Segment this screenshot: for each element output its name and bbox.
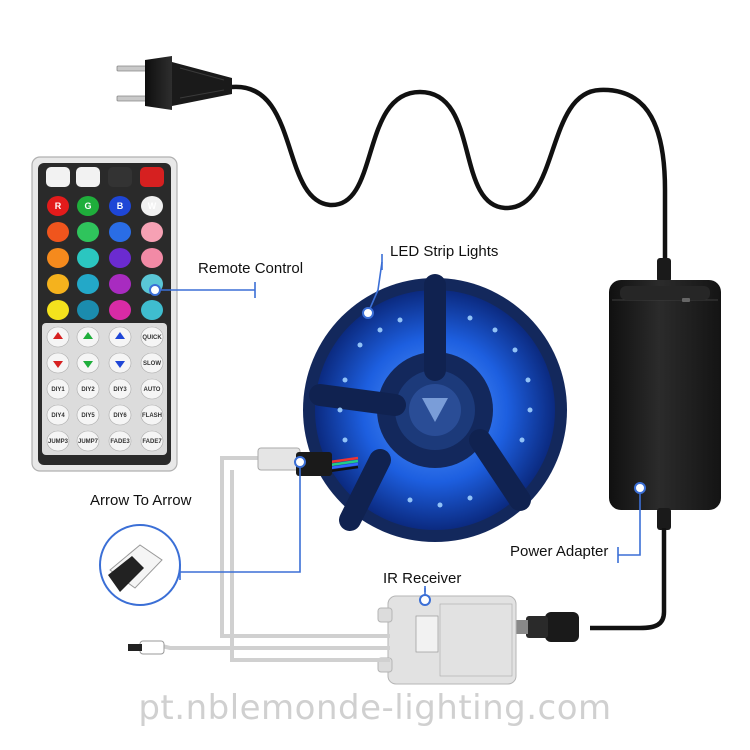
function-button-label: DIY6 <box>113 413 127 419</box>
function-panel <box>42 323 167 455</box>
callout-dots <box>149 284 646 606</box>
color-button <box>77 300 99 320</box>
function-button-label: QUICK <box>142 335 162 341</box>
color-button <box>141 300 163 320</box>
arrow-down-icon <box>83 361 93 368</box>
function-button <box>140 352 164 374</box>
function-button <box>46 404 70 426</box>
function-button <box>108 430 132 452</box>
color-button <box>109 300 131 320</box>
strip-connector <box>296 452 359 476</box>
play-pause-icon <box>108 167 132 187</box>
receiver-wires <box>128 447 390 662</box>
function-button <box>140 430 164 452</box>
color-button <box>77 274 99 294</box>
color-button <box>47 222 69 242</box>
color-button-label: B <box>117 201 124 211</box>
function-button-label: FADE3 <box>110 439 130 445</box>
led-strip-reel <box>303 274 567 542</box>
label-power-adapter: Power Adapter <box>510 543 609 560</box>
color-button <box>109 274 131 294</box>
color-button <box>47 274 69 294</box>
function-button-label: JUMP7 <box>78 439 99 445</box>
function-button <box>140 326 164 348</box>
function-button <box>140 404 164 426</box>
color-button-label: W <box>148 201 157 211</box>
color-button <box>109 222 131 242</box>
function-button-label: DIY1 <box>51 387 65 393</box>
function-button-label: AUTO <box>144 387 161 393</box>
function-button <box>108 404 132 426</box>
remote-control: R G B W QUICK SLOW DIY1 DIY2 DIY3 AUTO DIY4 DIY5 DIY… <box>31 156 178 472</box>
wall-plug <box>116 56 232 110</box>
watermark: pt.nblemonde-lighting.com <box>138 688 612 728</box>
arrow-up-icon <box>53 332 63 339</box>
function-button <box>76 404 100 426</box>
function-button <box>76 430 100 452</box>
color-button <box>141 196 163 216</box>
function-button <box>108 378 132 400</box>
function-button-label: FADE7 <box>142 439 162 445</box>
function-button-label: SLOW <box>143 361 161 367</box>
ir-receiver <box>377 595 517 685</box>
color-button <box>47 196 69 216</box>
color-button <box>77 196 99 216</box>
color-button <box>47 248 69 268</box>
remote-button-grid: R G B W QUICK SLOW DIY1 DIY2 DIY3 AUTO DIY4 DIY5 DIY… <box>42 167 167 455</box>
function-button-label: DIY4 <box>51 413 65 419</box>
function-button <box>76 378 100 400</box>
arrow-down-icon <box>115 361 125 368</box>
power-cable <box>229 84 668 263</box>
label-arrow-to-arrow: Arrow To Arrow <box>90 492 192 509</box>
function-button-label: DIY2 <box>81 387 95 393</box>
label-remote-control: Remote Control <box>198 260 304 277</box>
arrow-connector-inset <box>99 524 181 606</box>
arrow-up-icon <box>83 332 93 339</box>
label-led-strip: LED Strip Lights <box>390 243 499 260</box>
arrow-down-icon <box>53 361 63 368</box>
color-button <box>141 222 163 242</box>
function-button-label: FLASH <box>142 413 162 419</box>
color-button-label: R <box>55 201 62 211</box>
function-button-label: JUMP3 <box>48 439 69 445</box>
brightness-down-icon <box>76 167 100 187</box>
dc-connector <box>512 612 579 642</box>
color-button <box>141 248 163 268</box>
color-button <box>77 248 99 268</box>
label-ir-receiver: IR Receiver <box>383 570 462 587</box>
callout-stubs <box>179 254 619 592</box>
color-button-label: G <box>84 201 91 211</box>
power-icon <box>140 167 164 187</box>
color-button <box>77 222 99 242</box>
function-button-label: DIY3 <box>113 387 127 393</box>
color-button <box>109 248 131 268</box>
callout-lines <box>155 261 641 600</box>
function-button-label: DIY5 <box>81 413 95 419</box>
function-button <box>46 378 70 400</box>
color-button <box>109 196 131 216</box>
function-button <box>46 430 70 452</box>
function-button <box>140 378 164 400</box>
arrow-up-icon <box>115 332 125 339</box>
brightness-up-icon <box>46 167 70 187</box>
color-button <box>47 300 69 320</box>
power-adapter <box>590 258 721 631</box>
